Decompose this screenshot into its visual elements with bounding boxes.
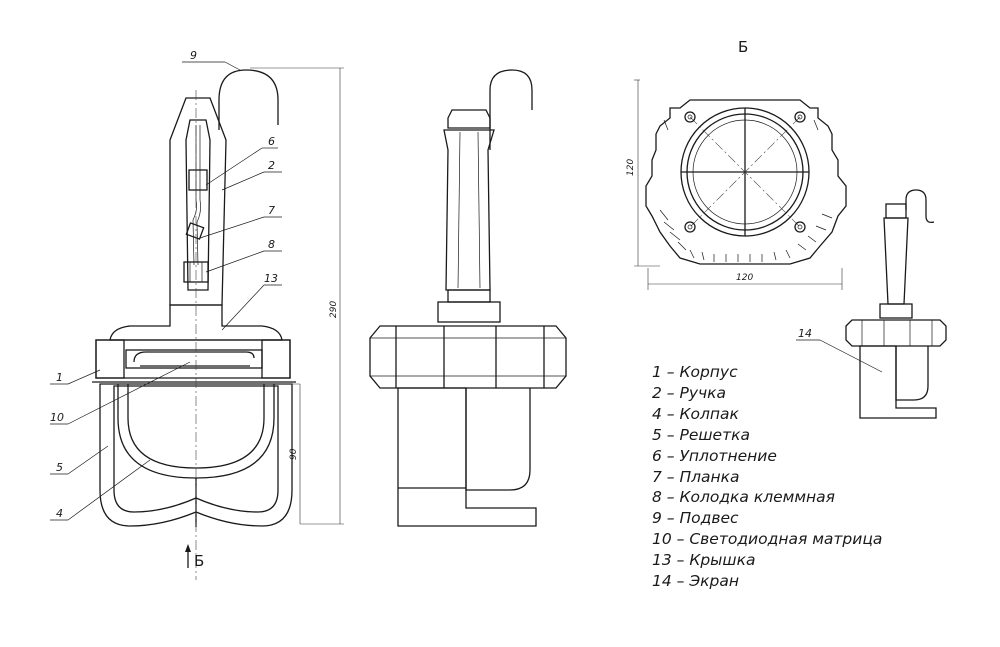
section-marker: Б <box>194 552 204 570</box>
callout-7: 7 <box>268 204 275 217</box>
legend-item: 1 – Корпус <box>652 363 738 381</box>
callout-5: 5 <box>56 461 63 474</box>
legend-item: 14 – Экран <box>652 572 739 591</box>
legend-item: 7 – Планка <box>652 467 740 486</box>
finned-housing <box>645 99 847 265</box>
dim-height-120: 120 <box>626 159 636 176</box>
callout-1: 1 <box>56 371 63 384</box>
dim-90: 90 <box>289 448 299 460</box>
callout-10: 10 <box>50 411 64 424</box>
callout-6: 6 <box>268 135 275 148</box>
callout-8: 8 <box>268 238 275 251</box>
legend-item: 9 – Подвес <box>652 509 739 528</box>
legend-item: 2 – Ручка <box>652 383 727 402</box>
hook-9 <box>218 69 279 130</box>
parts-legend: 1 – Корпус 2 – Ручка 4 – Колпак 5 – Реше… <box>652 362 882 592</box>
legend-item: 8 – Колодка клеммная <box>652 488 835 507</box>
legend-item: 4 – Колпак <box>652 404 739 423</box>
callout-2: 2 <box>268 159 275 172</box>
screen-side <box>397 387 537 527</box>
dim-width-120: 120 <box>736 273 753 283</box>
cover-13 <box>109 304 283 341</box>
side-view <box>369 69 567 527</box>
small-view: 14 <box>796 189 947 419</box>
callout-9: 9 <box>190 49 197 62</box>
legend-item: 5 – Решетка <box>652 425 750 444</box>
callout-13: 13 <box>264 272 278 285</box>
handle-section <box>169 97 227 306</box>
seal-6 <box>188 169 208 191</box>
section-view: Б 290 90 9 6 2 7 8 13 1 10 5 4 <box>50 49 344 580</box>
hook <box>489 69 533 150</box>
legend-item: 10 – Светодиодная матрица <box>652 530 883 549</box>
callout-14: 14 <box>798 327 812 340</box>
plank-7 <box>185 222 205 240</box>
view-title: Б <box>738 38 748 56</box>
callout-4: 4 <box>56 507 63 520</box>
view-b: Б 120 <box>626 38 847 290</box>
legend-item: 13 – Крышка <box>652 551 756 570</box>
housing-1 <box>95 339 291 379</box>
dim-290: 290 <box>329 301 339 318</box>
legend-item: 6 – Уплотнение <box>652 446 777 465</box>
